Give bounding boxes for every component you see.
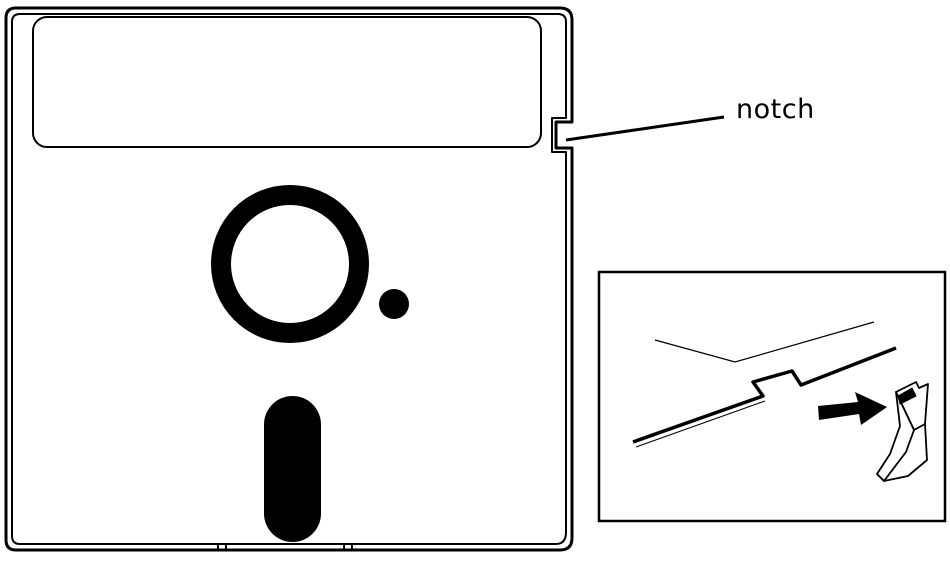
inset-disk-edge-inner xyxy=(635,400,766,448)
bottom-relief-right xyxy=(343,544,353,550)
disk-jacket xyxy=(4,6,574,552)
disk-label-area xyxy=(32,16,542,148)
jacket-outer-edge xyxy=(4,6,574,552)
notch-label: notch xyxy=(736,94,815,125)
inset-disk-edge xyxy=(632,346,897,444)
arrow-right-icon xyxy=(818,392,887,425)
hub-ring xyxy=(211,185,369,343)
write-protect-tab-icon xyxy=(876,381,929,482)
index-hole xyxy=(379,289,409,319)
inset-frame xyxy=(597,270,947,523)
jacket-inner-edge xyxy=(11,13,567,545)
inset-panel xyxy=(597,270,947,523)
notch-leader-line xyxy=(565,115,725,142)
head-access-slot xyxy=(264,396,321,542)
inset-label-edge xyxy=(654,321,875,363)
bottom-relief-left xyxy=(217,544,227,550)
